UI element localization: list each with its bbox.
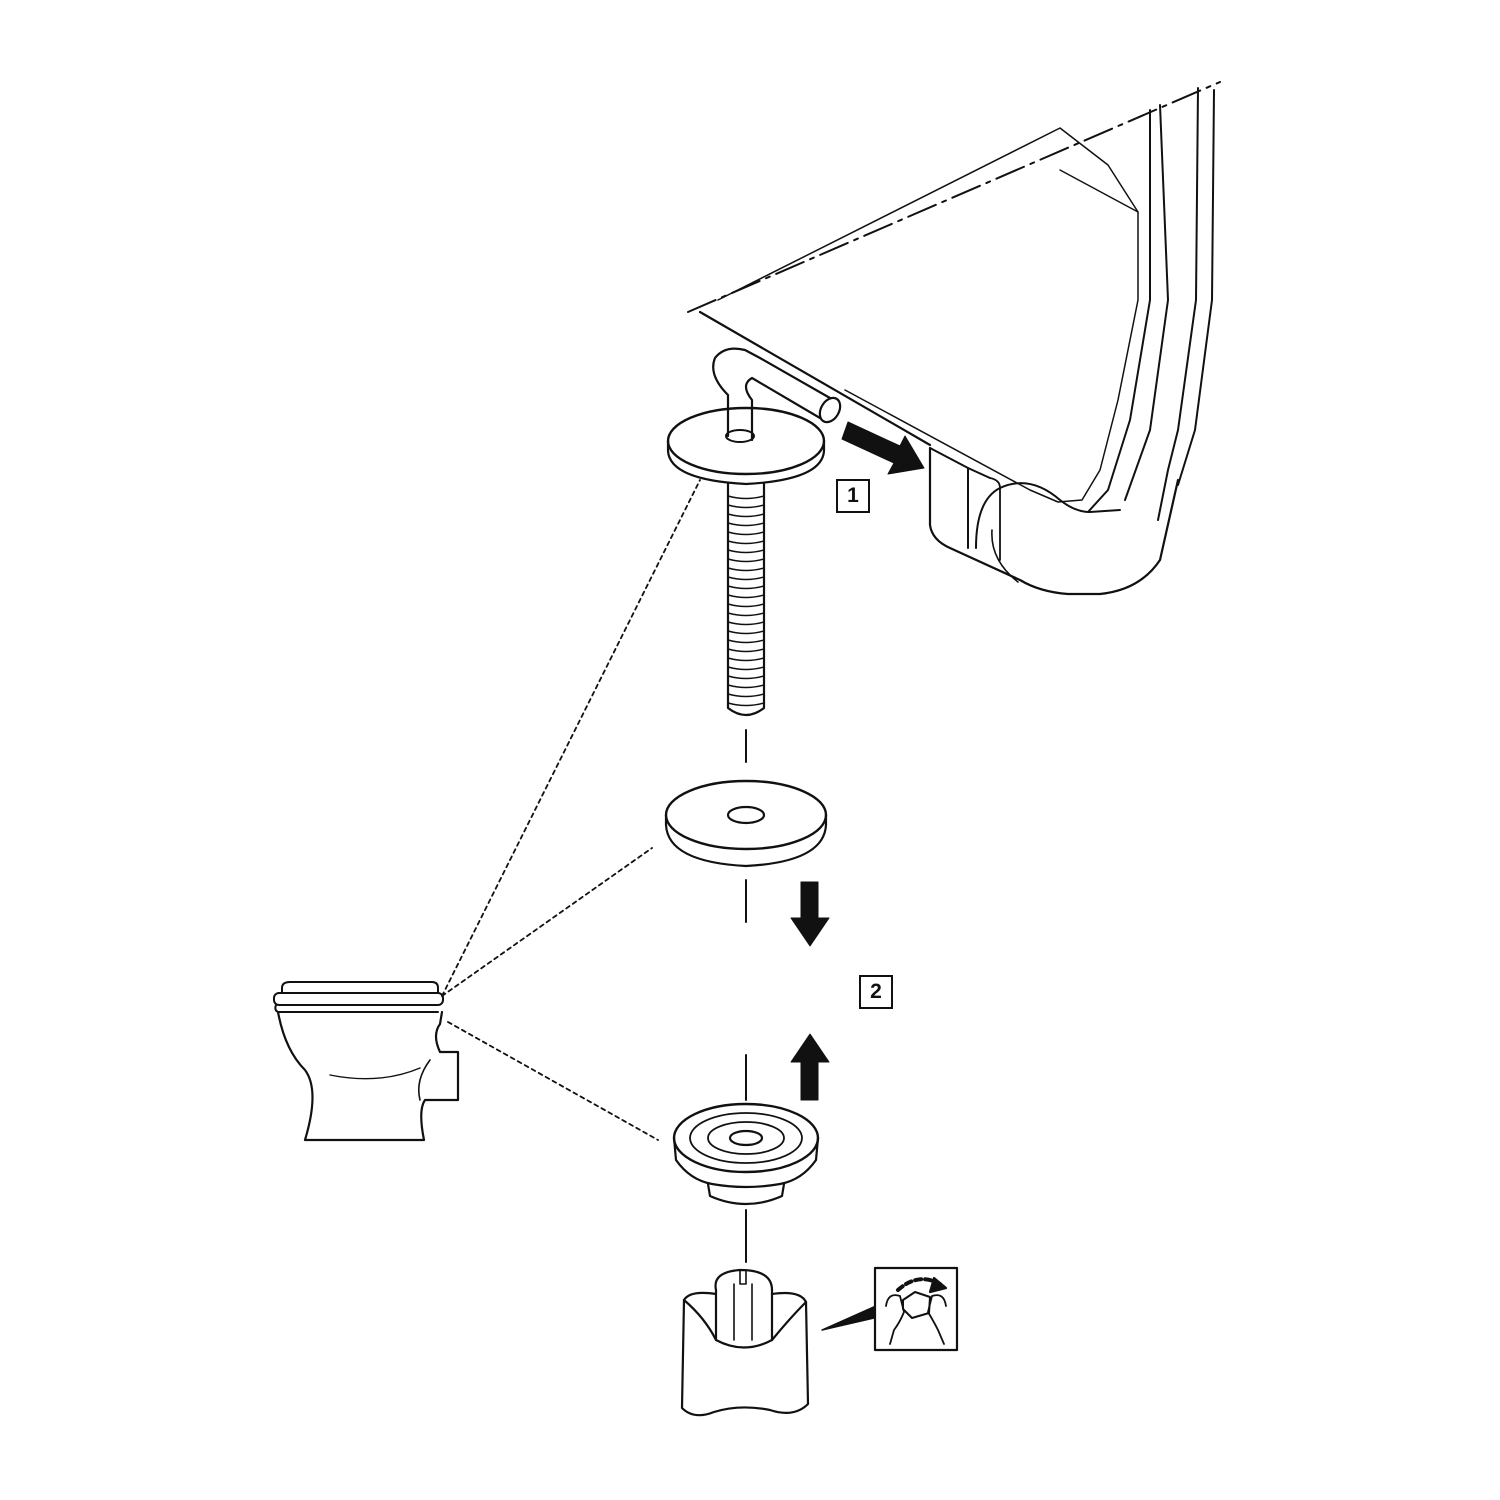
thread-line — [727, 612, 765, 617]
wing-nut — [680, 1268, 810, 1417]
toilet-icon — [273, 981, 460, 1142]
thread-line — [727, 540, 765, 545]
hand-tighten-icon — [873, 1266, 959, 1352]
thread-line — [727, 495, 765, 500]
thread-line — [727, 513, 765, 518]
thread-line — [727, 594, 765, 599]
thread-line — [727, 621, 765, 626]
flat-washer — [664, 779, 828, 868]
leader-lines — [441, 479, 701, 1141]
thread-line — [727, 630, 765, 635]
seat-edge — [687, 81, 1221, 596]
thread-line — [727, 576, 765, 581]
thread-line — [727, 702, 765, 707]
thread-line — [727, 684, 765, 689]
step-2-label: 2 — [859, 975, 893, 1009]
thread-line — [727, 558, 765, 563]
thread-line — [727, 567, 765, 572]
thread-line — [727, 639, 765, 644]
thread-line — [727, 549, 765, 554]
step-1-label: 1 — [836, 479, 870, 513]
thread-line — [727, 693, 765, 698]
hinge-bolt — [666, 347, 842, 717]
thread-line — [727, 657, 765, 662]
thread-line — [727, 585, 765, 590]
rubber-bushing — [672, 1102, 820, 1206]
thread-line — [727, 648, 765, 653]
thread-line — [727, 603, 765, 608]
arrow-right-icon — [841, 421, 925, 475]
bolt-threads — [727, 495, 765, 707]
arrow-down-icon — [790, 881, 830, 947]
thread-line — [727, 666, 765, 671]
thread-line — [727, 522, 765, 527]
thread-line — [727, 531, 765, 536]
thread-line — [727, 675, 765, 680]
arrow-up-icon — [790, 1033, 830, 1101]
hint-pointer — [821, 1304, 879, 1331]
thread-line — [727, 504, 765, 509]
